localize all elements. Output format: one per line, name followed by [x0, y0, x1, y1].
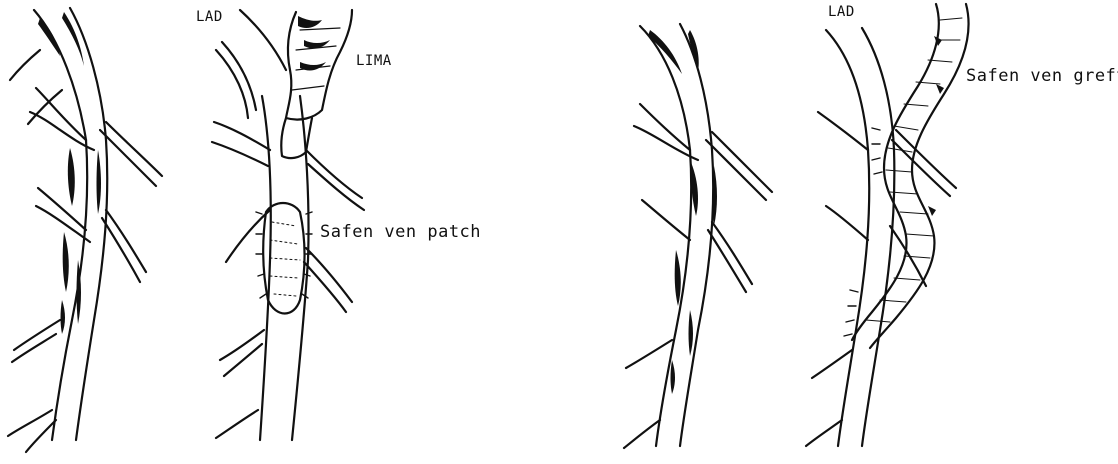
lad-label-right: LAD [828, 4, 855, 20]
panel-1-diseased-artery [8, 8, 162, 452]
safen-ven-patch-label: Safen ven patch [320, 222, 481, 242]
lima-label: LIMA [356, 53, 392, 69]
vein-graft-tube [844, 4, 969, 348]
lad-label-left: LAD [196, 9, 223, 25]
lima-graft [281, 10, 352, 158]
panel-3-diseased-artery [624, 24, 772, 448]
safen-ven-grefti-label: Safen ven grefti [966, 66, 1118, 86]
vein-patch [256, 203, 312, 314]
